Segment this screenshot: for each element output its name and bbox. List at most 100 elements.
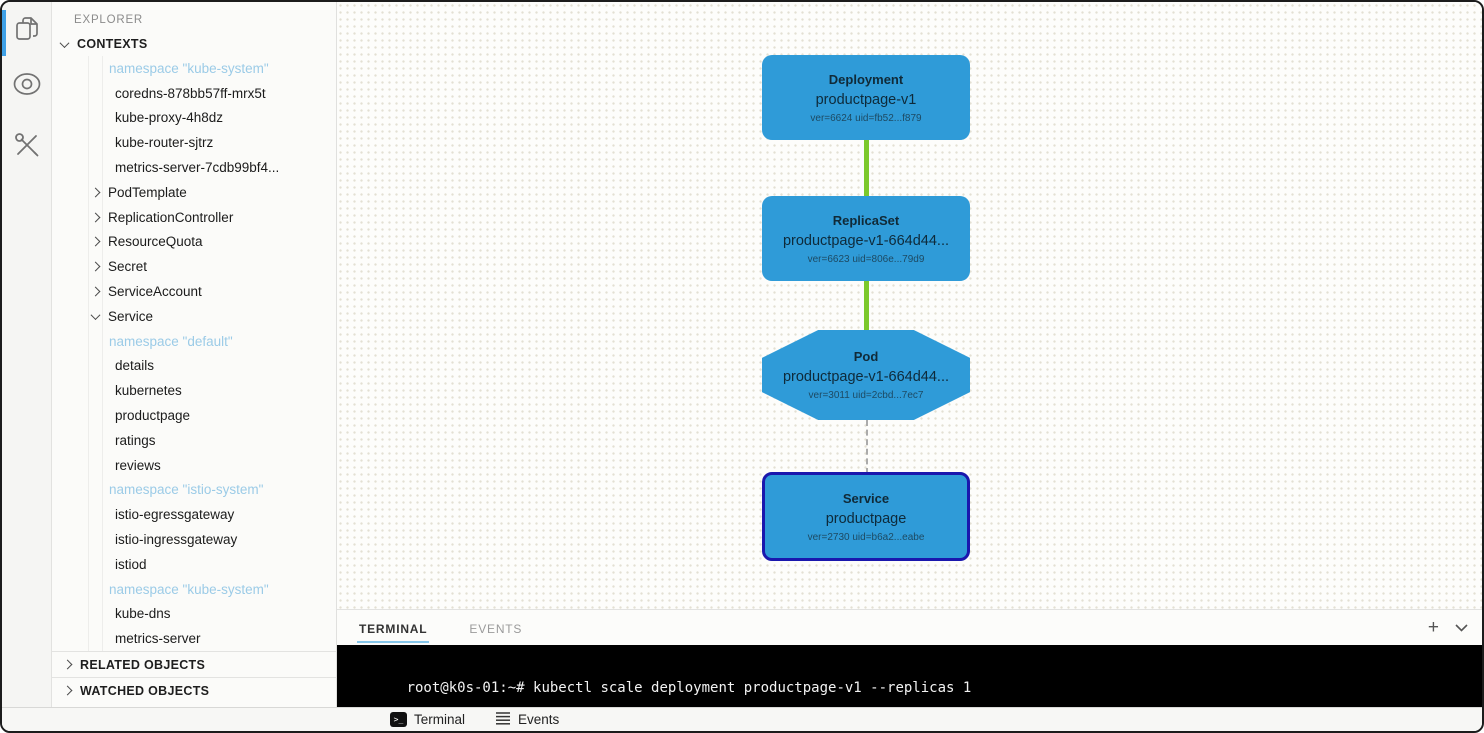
tree-item-label: reviews	[115, 457, 161, 473]
node-name: productpage-v1	[815, 91, 917, 108]
chevron-right-icon	[90, 261, 101, 272]
tree-item-label: istiod	[115, 556, 147, 572]
activity-bar-item-explorer[interactable]	[2, 10, 52, 72]
plus-icon[interactable]: +	[1427, 617, 1439, 638]
tree-item-resourcequota[interactable]: ResourceQuota	[52, 230, 336, 255]
tree-item-label: Service	[108, 308, 154, 324]
tree-item-label: kube-dns	[115, 606, 171, 622]
status-bar: >_Terminal Events	[2, 707, 1482, 731]
tree-item-label: ReplicationController	[108, 209, 234, 225]
tree-item-namespace-default[interactable]: namespace "default"	[52, 329, 336, 354]
section-label: RELATED OBJECTS	[80, 657, 206, 672]
node-meta: ver=3011 uid=2cbd...7ec7	[808, 390, 924, 401]
tree-item-istio-ingressgateway[interactable]: istio-ingressgateway	[52, 527, 336, 552]
tree-item-label: namespace "kube-system"	[109, 581, 269, 597]
node-name: productpage-v1-664d44...	[782, 369, 950, 385]
status-item-events[interactable]: Events	[495, 711, 559, 728]
tree-item-secret[interactable]: Secret	[52, 254, 336, 279]
section-header-related-objects[interactable]: RELATED OBJECTS	[52, 651, 336, 678]
panel-tab-bar: TERMINAL EVENTS +	[337, 609, 1482, 645]
terminal-line: root@k0s-01:~# kubectl scale deployment …	[406, 680, 972, 696]
bottom-sections: RELATED OBJECTS WATCHED OBJECTS	[52, 651, 336, 704]
tree-item-label: ratings	[115, 432, 156, 448]
node-meta: ver=6623 uid=806e...79d9	[807, 253, 925, 265]
activity-bar	[2, 2, 52, 707]
tree-item-ratings[interactable]: ratings	[52, 428, 336, 453]
section-label: WATCHED OBJECTS	[80, 683, 210, 698]
node-kind: Pod	[853, 349, 879, 364]
chevron-down-icon[interactable]	[1455, 623, 1468, 632]
status-item-terminal[interactable]: >_Terminal	[390, 712, 465, 727]
chevron-right-icon	[90, 286, 101, 297]
node-kind: Deployment	[828, 71, 904, 87]
tree-item-label: istio-ingressgateway	[115, 532, 238, 548]
status-item-label: Events	[518, 712, 560, 727]
node-kind: ReplicaSet	[832, 212, 900, 228]
tree-item-details[interactable]: details	[52, 354, 336, 379]
tree-item-kubernetes[interactable]: kubernetes	[52, 378, 336, 403]
explorer-panel: EXPLORER CONTEXTS namespace "kube-system…	[52, 2, 337, 707]
documents-icon	[13, 14, 41, 49]
tree-item-kube-dns[interactable]: kube-dns	[52, 602, 336, 627]
tree-item-label: kubernetes	[115, 383, 182, 399]
tree-item-label: metrics-server	[115, 631, 201, 647]
chevron-down-icon	[90, 309, 101, 320]
panel-actions: +	[1428, 618, 1468, 637]
tab-terminal[interactable]: TERMINAL	[357, 613, 430, 643]
chevron-right-icon	[90, 212, 101, 223]
resource-tree: namespace "kube-system" coredns-878bb57ff…	[52, 56, 336, 652]
tree-item-coredns-878bb57ff-mrx5t[interactable]: coredns-878bb57ff-mrx5t	[52, 81, 336, 106]
tree-item-metrics-server[interactable]: metrics-server	[52, 626, 336, 651]
tree-item-podtemplate[interactable]: PodTemplate	[52, 180, 336, 205]
tree-item-label: PodTemplate	[108, 184, 187, 200]
tree-item-label: details	[115, 358, 155, 374]
tree-item-label: namespace "istio-system"	[109, 482, 264, 498]
contexts-section-header[interactable]: CONTEXTS	[52, 32, 336, 56]
tree-item-label: productpage	[115, 408, 191, 424]
tree-item-label: kube-router-sjtrz	[115, 135, 214, 151]
diagram-canvas[interactable]: Deployment productpage-v1 ver=6624 uid=fb5…	[337, 2, 1482, 609]
tree-item-label: coredns-878bb57ff-mrx5t	[115, 85, 266, 101]
tree-item-service[interactable]: Service	[52, 304, 336, 329]
chevron-right-icon	[62, 685, 73, 696]
tree-item-metrics-server-7cdb99bf4[interactable]: metrics-server-7cdb99bf4...	[52, 155, 336, 180]
terminal-output[interactable]: root@k0s-01:~# kubectl scale deployment …	[337, 645, 1482, 707]
node-meta: ver=2730 uid=b6a2...eabe	[807, 531, 925, 543]
chevron-right-icon	[90, 237, 101, 247]
tree-item-istiod[interactable]: istiod	[52, 552, 336, 577]
tree-item-reviews[interactable]: reviews	[52, 453, 336, 478]
tree-item-label: Secret	[108, 259, 148, 275]
tree-item-serviceaccount[interactable]: ServiceAccount	[52, 279, 336, 304]
edge-dashed	[865, 420, 868, 474]
panel-tabs: TERMINAL EVENTS	[357, 613, 524, 643]
tree-item-istio-egressgateway[interactable]: istio-egressgateway	[52, 502, 336, 527]
node-kind: Service	[842, 490, 890, 506]
tree-item-label: ServiceAccount	[108, 284, 202, 300]
edge-solid	[863, 140, 869, 198]
tree-item-productpage[interactable]: productpage	[52, 403, 336, 428]
tree-item-label: namespace "kube-system"	[109, 60, 269, 76]
node-name: productpage	[825, 510, 907, 527]
contexts-label: CONTEXTS	[77, 37, 148, 51]
chevron-right-icon	[62, 659, 73, 670]
section-header-watched-objects[interactable]: WATCHED OBJECTS	[52, 677, 336, 704]
tree-item-kube-router-sjtrz[interactable]: kube-router-sjtrz	[52, 130, 336, 155]
node-deployment[interactable]: Deployment productpage-v1 ver=6624 uid=fb5…	[762, 55, 970, 140]
node-pod[interactable]: Pod productpage-v1-664d44... ver=3011 uid=…	[762, 330, 970, 420]
tree-item-kube-proxy-4h8dz[interactable]: kube-proxy-4h8dz	[52, 106, 336, 131]
tab-events[interactable]: EVENTS	[469, 621, 523, 636]
tools-icon	[12, 130, 42, 165]
tree-item-replicationcontroller[interactable]: ReplicationController	[52, 205, 336, 230]
tree-item-namespace-kube-system[interactable]: namespace "kube-system"	[52, 56, 336, 81]
activity-bar-item-tools[interactable]	[2, 130, 52, 188]
tree-item-namespace-kube-system[interactable]: namespace "kube-system"	[52, 577, 336, 602]
main-area: Deployment productpage-v1 ver=6624 uid=fb5…	[337, 2, 1482, 707]
node-meta: ver=6624 uid=fb52...f879	[810, 112, 922, 124]
node-service[interactable]: Service productpage ver=2730 uid=b6a2...ea…	[762, 472, 970, 561]
activity-bar-item-watch[interactable]	[2, 72, 52, 130]
tree-item-label: ResourceQuota	[108, 234, 203, 250]
tree-item-namespace-istio-system[interactable]: namespace "istio-system"	[52, 478, 336, 503]
terminal-icon: >_	[390, 712, 407, 727]
